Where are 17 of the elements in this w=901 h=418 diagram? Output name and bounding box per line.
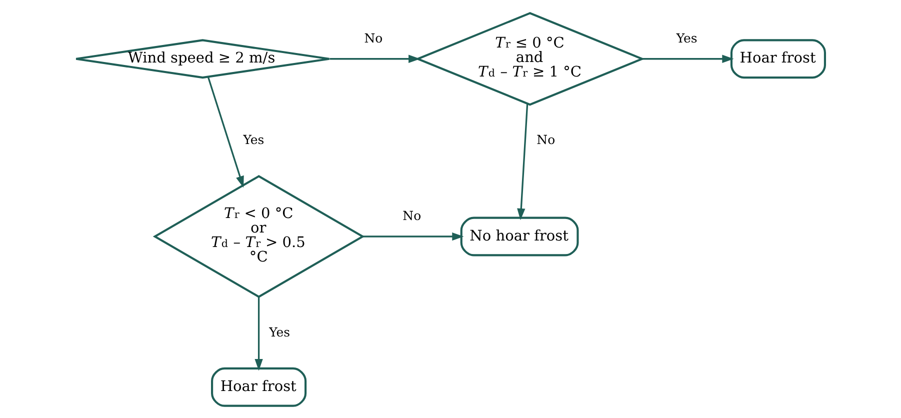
edge-label: No <box>402 207 422 222</box>
node-box: Hoar frost <box>211 366 307 406</box>
node-box: No hoar frost <box>460 216 579 256</box>
arrow <box>254 296 263 370</box>
edge-label: Yes <box>269 324 290 339</box>
edge-label: Yes <box>676 30 698 45</box>
arrow <box>517 103 528 220</box>
node-box: Hoar frost <box>730 38 826 78</box>
arrow <box>330 54 420 62</box>
edge-label: No <box>536 132 556 147</box>
node-diamond: Tr ≤ 0 °C and Td – Tr ≥ 1 °C <box>414 12 645 106</box>
arrow <box>362 232 464 240</box>
edge-label: Yes <box>243 132 264 147</box>
node-diamond: Wind speed ≥ 2 m/s <box>75 38 330 78</box>
edge-label: No <box>364 30 383 45</box>
arrow <box>642 54 734 62</box>
arrow <box>207 76 244 188</box>
